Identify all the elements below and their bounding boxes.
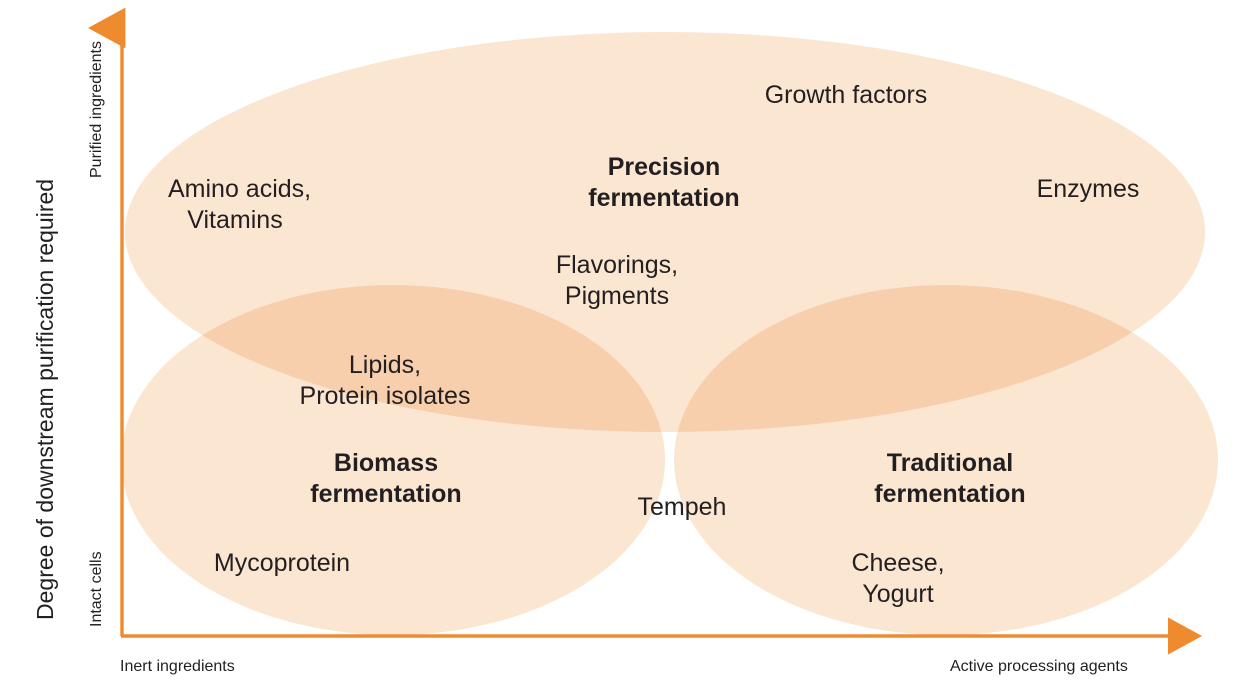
x-axis-low-label: Inert ingredients <box>120 658 235 675</box>
ellipse-group <box>121 32 1218 635</box>
item-growth-factors: Growth factors <box>764 81 928 109</box>
item-enzymes: Enzymes <box>1036 175 1140 203</box>
y-axis-title: Degree of downstream purification requir… <box>32 178 58 620</box>
item-amino-acids-vitamins: Amino acids, Vitamins <box>168 175 312 234</box>
zone-biomass-fermentation: Biomass fermentation <box>310 449 462 508</box>
ellipse-biomass-fermentation <box>121 285 665 635</box>
y-axis-low-label: Intact cells <box>88 551 105 627</box>
item-lipids-protein-isolates: Lipids, Protein isolates <box>299 351 471 410</box>
item-cheese-yogurt: Cheese, Yogurt <box>851 549 945 608</box>
item-flavorings-pigments: Flavorings, Pigments <box>555 251 679 310</box>
zone-traditional-fermentation: Traditional fermentation <box>874 449 1026 508</box>
x-axis-high-label: Active processing agents <box>950 658 1128 675</box>
item-tempeh: Tempeh <box>637 493 727 521</box>
y-axis-high-label: Purified ingredients <box>88 41 105 178</box>
zone-precision-fermentation: Precision fermentation <box>588 153 740 212</box>
ellipse-traditional-fermentation <box>674 285 1218 635</box>
item-mycoprotein: Mycoprotein <box>213 549 351 577</box>
